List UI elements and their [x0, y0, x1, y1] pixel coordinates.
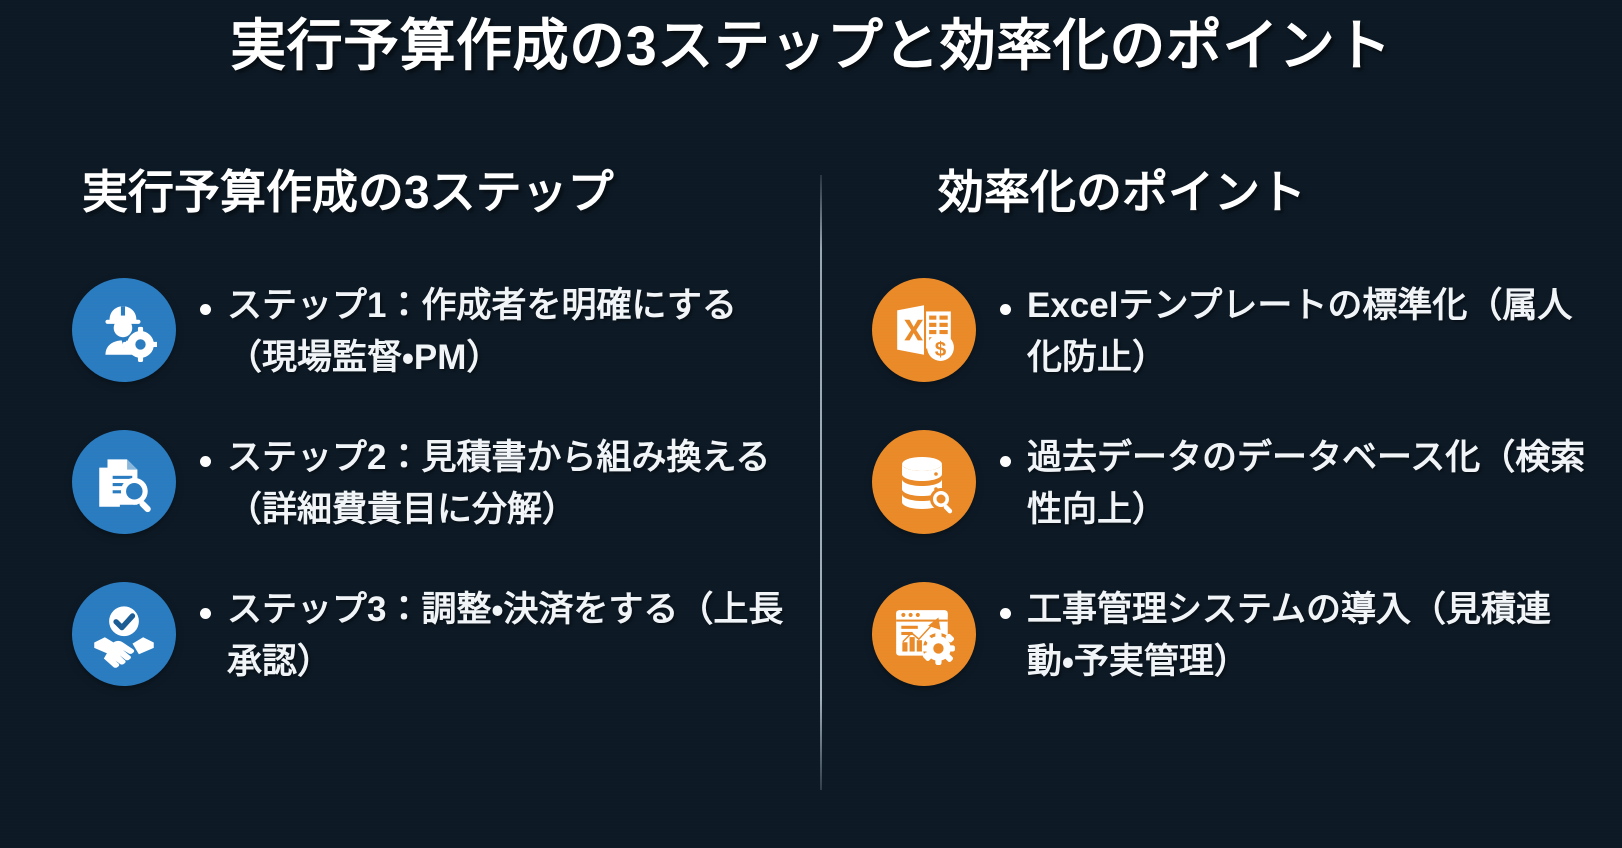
bullet-wrapper: 過去データのデータベース化（検索性向上） — [1000, 428, 1587, 537]
right-heading-text: 効率化のポイント — [938, 166, 1306, 218]
page-title: 実行予算作成の3ステップと効率化のポイント — [230, 14, 1392, 77]
left-items-list: ステップ1：作成者を明確にする（現場監督・PM） — [40, 276, 800, 690]
bullet-dot-icon — [1000, 455, 1011, 467]
right-column-heading: 効率化のポイント — [932, 164, 1312, 230]
list-item[interactable]: $ Excelテンプレートの標準化（属人化防止） — [840, 276, 1600, 386]
list-item[interactable]: ステップ3：調整・決済をする（上長承認） — [40, 580, 800, 690]
bullet-dot-icon — [200, 607, 211, 619]
right-column: 効率化のポイント — [840, 150, 1600, 840]
bullet-wrapper: ステップ3：調整・決済をする（上長承認） — [200, 580, 787, 689]
bullet-wrapper: Excelテンプレートの標準化（属人化防止） — [1000, 276, 1587, 385]
left-column: 実行予算作成の3ステップ — [40, 150, 800, 840]
list-item[interactable]: 工事管理システムの導入（見積連動・予実管理） — [840, 580, 1600, 690]
list-item-label: ステップ1：作成者を明確にする（現場監督・PM） — [227, 285, 737, 378]
left-column-heading: 実行予算作成の3ステップ — [76, 164, 620, 230]
list-item[interactable]: ステップ1：作成者を明確にする（現場監督・PM） — [40, 276, 800, 386]
dashboard-gear-icon — [872, 581, 976, 686]
list-item[interactable]: 過去データのデータベース化（検索性向上） — [840, 428, 1600, 538]
right-items-list: $ Excelテンプレートの標準化（属人化防止） — [840, 276, 1600, 690]
columns-container: 実行予算作成の3ステップ — [0, 150, 1622, 840]
excel-money-icon: $ — [872, 277, 976, 382]
document-search-icon — [72, 429, 176, 534]
bullet-dot-icon — [200, 303, 211, 315]
bullet-wrapper: 工事管理システムの導入（見積連動・予実管理） — [1000, 580, 1587, 689]
bullet-wrapper: ステップ2：見積書から組み換える（詳細費貴目に分解） — [200, 428, 787, 537]
bullet-dot-icon — [200, 455, 211, 467]
list-item-label: ステップ3：調整・決済をする（上長承認） — [227, 589, 784, 682]
bullet-dot-icon — [1000, 607, 1011, 619]
list-item-label: Excelテンプレートの標準化（属人化防止） — [1027, 285, 1573, 378]
handshake-check-icon — [72, 581, 176, 686]
list-item-label: 過去データのデータベース化（検索性向上） — [1027, 437, 1586, 530]
list-item[interactable]: ステップ2：見積書から組み換える（詳細費貴目に分解） — [40, 428, 800, 538]
engineer-gear-icon — [72, 277, 176, 382]
list-item-label: ステップ2：見積書から組み換える（詳細費貴目に分解） — [227, 437, 771, 530]
svg-text:$: $ — [935, 337, 947, 360]
left-heading-text: 実行予算作成の3ステップ — [82, 166, 614, 218]
bullet-dot-icon — [1000, 303, 1011, 315]
list-item-label: 工事管理システムの導入（見積連動・予実管理） — [1027, 589, 1551, 682]
bullet-wrapper: ステップ1：作成者を明確にする（現場監督・PM） — [200, 276, 787, 385]
column-divider — [820, 175, 822, 790]
database-search-icon — [872, 429, 976, 534]
